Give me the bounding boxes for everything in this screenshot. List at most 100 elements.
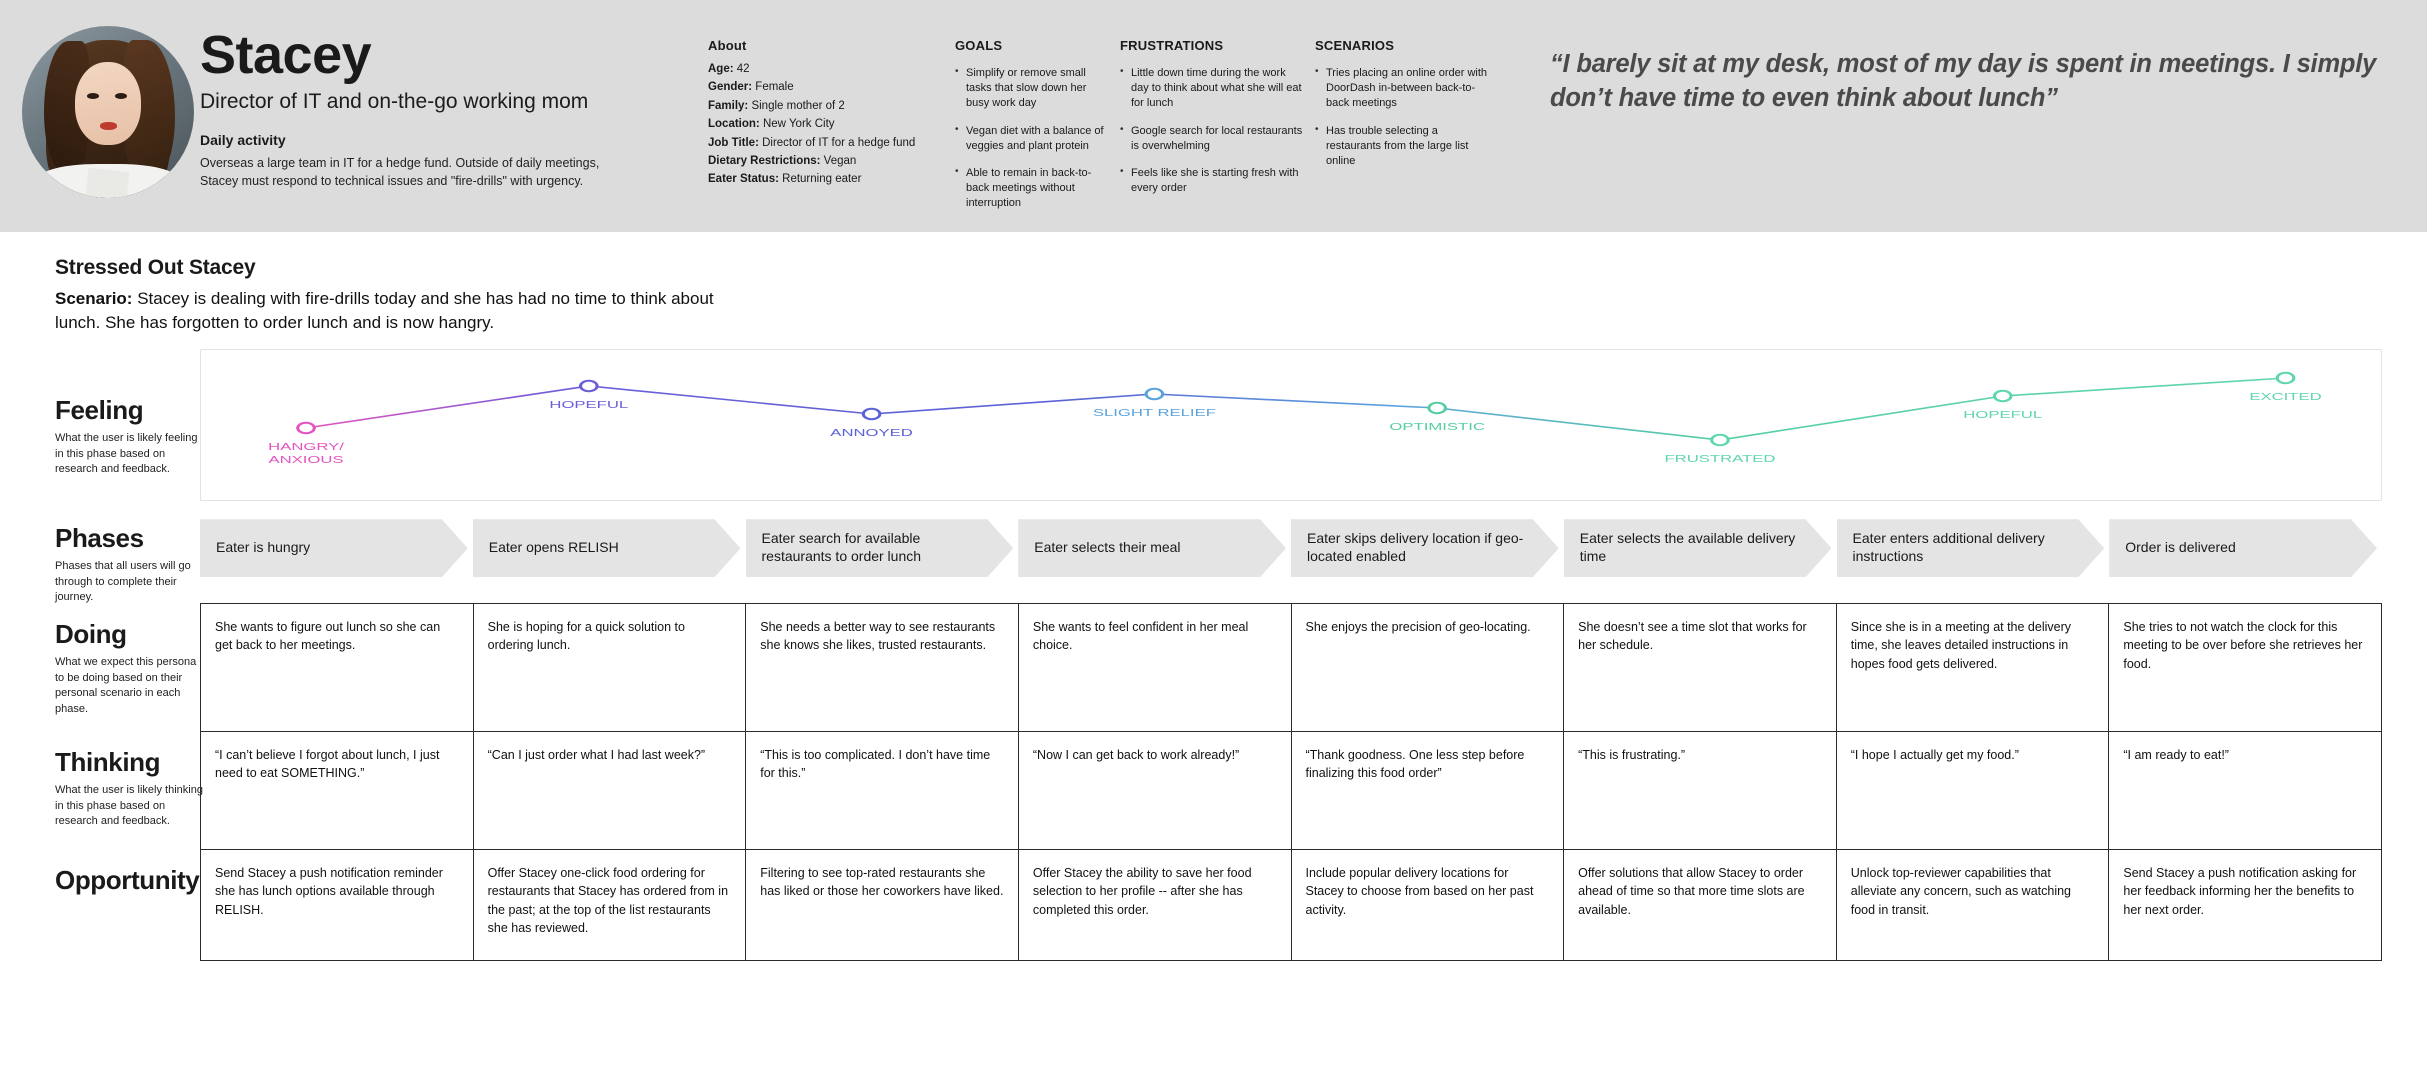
doing-row-label: Doing What we expect this persona to be …: [0, 603, 200, 731]
avatar-lips: [100, 122, 118, 131]
doing-title: Doing: [55, 619, 127, 650]
opportunity-cell: Filtering to see top-rated restaurants s…: [745, 850, 1018, 961]
about-row-value: New York City: [759, 118, 835, 131]
emotion-point-1[interactable]: [296, 422, 316, 435]
phase-chevron-1[interactable]: Eater is hungry: [200, 519, 468, 577]
emotion-point-2[interactable]: [578, 380, 599, 393]
phase-chevron-6[interactable]: Eater selects the available delivery tim…: [1564, 519, 1832, 577]
thinking-cell: “I hope I actually get my food.”: [1835, 732, 2109, 850]
frustrations-column: FRUSTRATIONS Little down time during the…: [1120, 0, 1305, 208]
about-row-label: Eater Status:: [708, 173, 779, 186]
about-title: About: [708, 38, 747, 53]
emotion-label-3: ANNOYED: [830, 426, 913, 438]
opportunity-cell: Offer Stacey one-click food ordering for…: [472, 850, 746, 961]
phases-track: Eater is hungry Eater opens RELISH Eater s…: [200, 519, 2382, 577]
scenario-description: Scenario: Stacey is dealing with fire-dr…: [55, 287, 745, 335]
opportunity-cell: Unlock top-reviewer capabilities that al…: [1835, 850, 2109, 961]
emotion-point-3[interactable]: [861, 408, 882, 421]
about-row-label: Age:: [708, 63, 734, 75]
persona-header: Stacey Director of IT and on-the-go work…: [0, 0, 2427, 232]
doing-cell: She needs a better way to see restaurant…: [745, 604, 1018, 732]
about-row-value: Director of IT for a hedge fund: [758, 136, 916, 149]
daily-activity-body: Overseas a large team in IT for a hedge …: [200, 156, 600, 189]
about-row-value: Single mother of 2: [748, 99, 845, 112]
frustrations-list: Little down time during the work day to …: [1120, 65, 1305, 196]
avatar-collar: [86, 168, 130, 198]
thinking-cell: “This is too complicated. I don’t have t…: [745, 732, 1018, 850]
frustrations-item: Google search for local restaurants is o…: [1120, 123, 1305, 154]
opportunity-cell: Offer Stacey the ability to save her foo…: [1017, 850, 1291, 961]
goals-title: GOALS: [955, 38, 1003, 53]
thinking-cell: “I am ready to eat!”: [2108, 732, 2382, 850]
opportunity-cell: Send Stacey a push notification reminder…: [200, 850, 473, 961]
avatar-container: [0, 0, 200, 198]
phase-chevron-7[interactable]: Eater enters additional delivery instruc…: [1837, 519, 2105, 577]
frustrations-item: Feels like she is starting fresh with ev…: [1120, 165, 1305, 196]
doing-cell: She wants to feel confident in her meal …: [1017, 604, 1291, 732]
doing-cell: Since she is in a meeting at the deliver…: [1835, 604, 2109, 732]
thinking-row-label: Thinking What the user is likely thinkin…: [0, 731, 203, 849]
about-row: Gender: Female: [708, 78, 948, 96]
about-row: Dietary Restrictions: Vegan: [708, 152, 948, 170]
persona-name: Stacey: [200, 25, 372, 85]
doing-cell: She tries to not watch the clock for thi…: [2108, 604, 2382, 732]
phase-chevron-5[interactable]: Eater skips delivery location if geo-loc…: [1291, 519, 1559, 577]
emotion-label-1: HANGRY/: [268, 440, 344, 452]
about-row-label: Location:: [708, 118, 760, 131]
emotion-point-6[interactable]: [1710, 434, 1730, 447]
scenarios-item: Tries placing an online order with DoorD…: [1315, 65, 1490, 112]
thinking-cells: “I can’t believe I forgot about lunch, I…: [200, 731, 2382, 850]
feeling-title: Feeling: [55, 395, 144, 426]
avatar: [22, 26, 194, 198]
daily-activity-title: Daily activity: [200, 132, 286, 149]
feeling-description: What the user is likely feeling in this …: [55, 432, 198, 476]
scenario-block: Stressed Out Stacey Scenario: Stacey is …: [0, 232, 2427, 335]
about-row: Age: 42: [708, 60, 948, 78]
phase-chevron-2[interactable]: Eater opens RELISH: [473, 519, 741, 577]
about-row: Job Title: Director of IT for a hedge fu…: [708, 134, 948, 152]
phase-label: Eater enters additional delivery instruc…: [1852, 530, 2045, 565]
phase-chevron-8[interactable]: Order is delivered: [2109, 519, 2377, 577]
emotion-label-1: ANXIOUS: [268, 453, 343, 465]
doing-cell: She wants to figure out lunch so she can…: [200, 604, 473, 732]
about-row-label: Job Title:: [708, 136, 759, 149]
phase-chevron-4[interactable]: Eater selects their meal: [1018, 519, 1286, 577]
emotion-label-5: OPTIMISTIC: [1389, 420, 1485, 432]
emotion-point-8[interactable]: [2275, 372, 2296, 385]
phase-label: Eater skips delivery location if geo-loc…: [1307, 530, 1524, 565]
phase-label: Eater is hungry: [216, 539, 311, 556]
doing-cell: She enjoys the precision of geo-locating…: [1290, 604, 1564, 732]
phase-chevron-3[interactable]: Eater search for available restaurants t…: [746, 519, 1014, 577]
doing-row: Doing What we expect this persona to be …: [0, 603, 2427, 732]
doing-cell: She is hoping for a quick solution to or…: [472, 604, 746, 732]
thinking-cell: “This is frustrating.”: [1563, 732, 1836, 850]
about-row-value: Returning eater: [778, 173, 862, 186]
emotion-point-7[interactable]: [1992, 390, 2013, 403]
phases-row: Phases Phases that all users will go thr…: [0, 519, 2427, 603]
goals-item: Simplify or remove small tasks that slow…: [955, 65, 1110, 112]
phase-label: Eater opens RELISH: [488, 539, 619, 556]
phase-label: Eater selects their meal: [1034, 539, 1181, 556]
emotion-label-6: FRUSTRATED: [1664, 452, 1775, 464]
thinking-cell: “Now I can get back to work already!”: [1017, 732, 1291, 850]
goals-column: GOALS Simplify or remove small tasks tha…: [955, 0, 1110, 223]
journey-title: Stressed Out Stacey: [55, 256, 256, 279]
about-row: Eater Status: Returning eater: [708, 170, 948, 188]
persona-quote: “I barely sit at my desk, most of my day…: [1550, 50, 2377, 112]
avatar-eye-left: [87, 93, 100, 99]
feeling-row: Feeling What the user is likely feeling …: [0, 349, 2427, 502]
scenario-label: Scenario:: [55, 289, 133, 308]
thinking-title: Thinking: [55, 747, 161, 778]
scenarios-list: Tries placing an online order with DoorD…: [1315, 65, 1490, 169]
emotion-point-4[interactable]: [1144, 388, 1165, 401]
scenario-text: Stacey is dealing with fire-drills today…: [55, 289, 714, 333]
avatar-eye-right: [114, 93, 127, 99]
scenarios-column: SCENARIOS Tries placing an online order …: [1315, 0, 1490, 181]
phases-description: Phases that all users will go through to…: [55, 560, 191, 604]
goals-item: Vegan diet with a balance of veggies and…: [955, 123, 1110, 154]
phases-title: Phases: [55, 523, 144, 554]
thinking-row: Thinking What the user is likely thinkin…: [0, 731, 2427, 850]
emotion-point-5[interactable]: [1427, 402, 1448, 415]
